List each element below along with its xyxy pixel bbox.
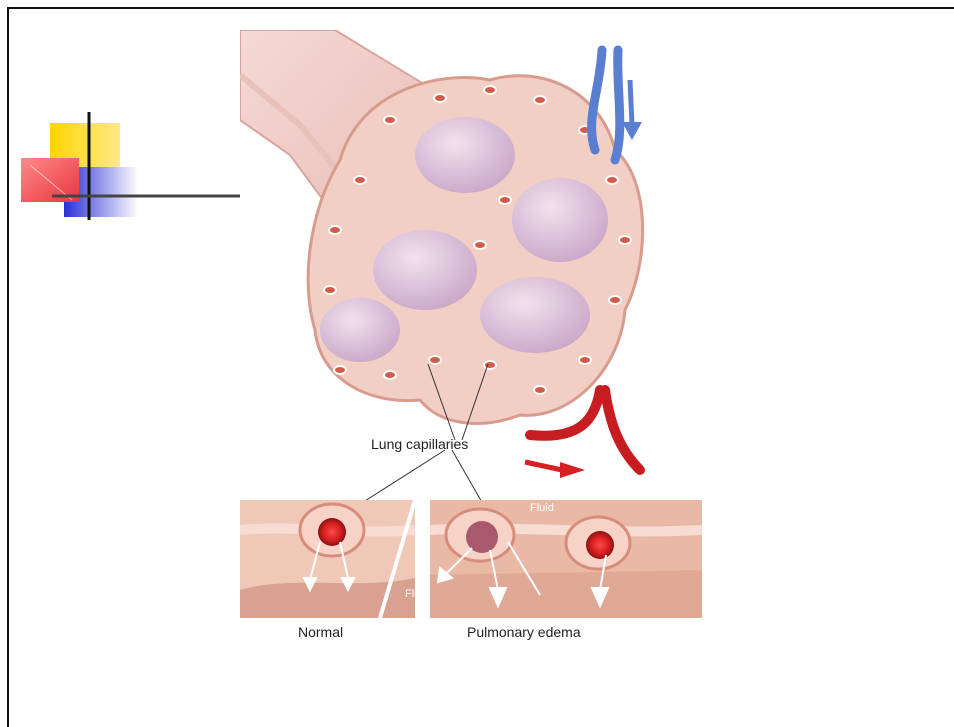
normal-capillary	[318, 518, 346, 546]
label-pulmonary-edema: Pulmonary edema	[467, 624, 581, 640]
label-lung-capillaries: Lung capillaries	[371, 436, 468, 452]
alveolus-chamber	[512, 178, 608, 262]
label-fluid-upper: Fluid	[530, 502, 554, 514]
label-fluid-lower: Fluid	[405, 588, 429, 600]
alveolus-chamber	[373, 230, 477, 310]
alveolus-chamber	[320, 298, 400, 362]
alveolus-chamber	[415, 117, 515, 193]
alveolus-chamber	[480, 277, 590, 353]
edema-capillary	[586, 531, 614, 559]
label-normal: Normal	[298, 624, 343, 640]
alveolus-illustration	[240, 30, 702, 650]
